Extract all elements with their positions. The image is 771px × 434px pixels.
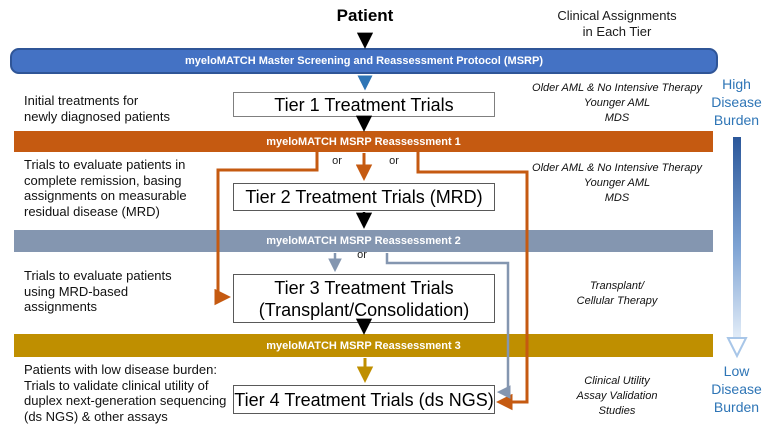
disease-burden-gradient-arrow [726,137,748,359]
reassessment3-label: myeloMATCH MSRP Reassessment 3 [266,339,461,352]
tier2-description: Trials to evaluate patients in complete … [24,157,187,219]
patient-label: Patient [336,6,394,25]
high-disease-burden-label: High Disease Burden [711,76,762,128]
low-disease-burden-label: Low Disease Burden [711,363,762,415]
tier4-description: Patients with low disease burden: Trials… [24,362,227,424]
reassessment3-banner: myeloMATCH MSRP Reassessment 3 [14,334,713,357]
or-label-tier2-right: or [389,155,399,167]
tier2-treatment-trials-box: Tier 2 Treatment Trials (MRD) [233,183,495,211]
tier3-treatment-trials-box: Tier 3 Treatment Trials (Transplant/Cons… [233,274,495,323]
tier4-treatment-trials-box: Tier 4 Treatment Trials (ds NGS) [233,385,495,414]
or-label-tier3: or [357,249,367,261]
tier4-clinical-assignments: Clinical Utility Assay Validation Studie… [576,375,658,417]
tier3-description: Trials to evaluate patients using MRD-ba… [24,268,172,314]
or-label-tier2-left: or [332,155,342,167]
tier1-treatment-trials-box: Tier 1 Treatment Trials [233,92,495,117]
tier3-clinical-assignments: Transplant/ Cellular Therapy [576,280,658,307]
msrp-banner: myeloMATCH Master Screening and Reassess… [10,48,718,74]
tier2-clinical-assignments: Older AML & No Intensive Therapy Younger… [532,162,702,204]
reassessment2-label: myeloMATCH MSRP Reassessment 2 [266,235,461,247]
clinical-assignments-heading: Clinical Assignments in Each Tier [557,8,677,39]
msrp-banner-label: myeloMATCH Master Screening and Reassess… [185,55,543,67]
reassessment1-banner: myeloMATCH MSRP Reassessment 1 [14,131,713,152]
tier1-description: Initial treatments for newly diagnosed p… [24,93,170,124]
reassessment1-label: myeloMATCH MSRP Reassessment 1 [266,135,461,148]
tier1-clinical-assignments: Older AML & No Intensive Therapy Younger… [532,82,702,124]
